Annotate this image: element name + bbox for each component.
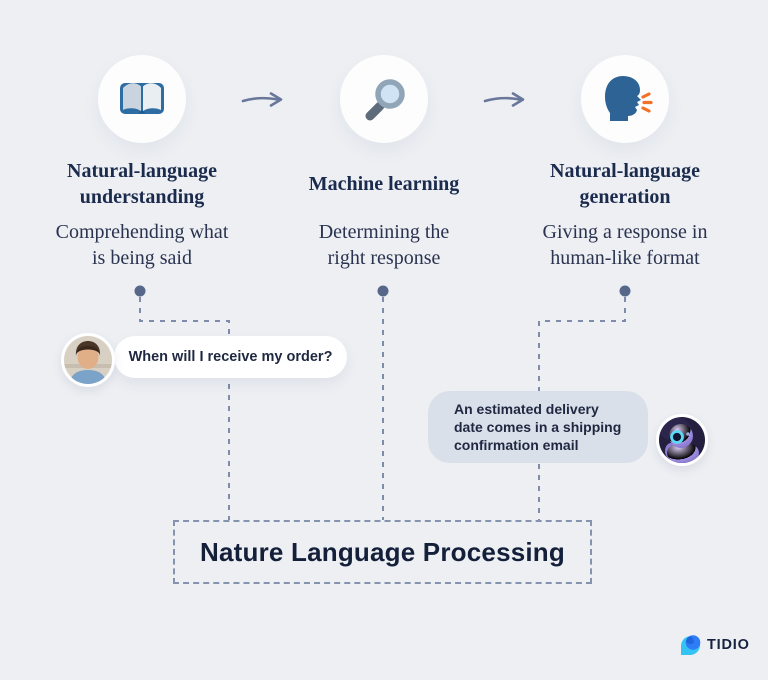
user-avatar	[61, 333, 115, 387]
tidio-wordmark: TIDIO	[707, 637, 750, 653]
process-box: Nature Language Processing	[173, 520, 592, 584]
open-book-icon	[120, 83, 164, 114]
nlg-icon-circle	[581, 55, 669, 143]
tidio-bubble-icon	[681, 635, 701, 655]
step-description-ml: Determining the right response	[318, 221, 450, 269]
robot-icon	[659, 417, 705, 463]
bot-chat-message: An estimated delivery date comes in a sh…	[454, 401, 622, 453]
flow-arrow-icon	[483, 92, 525, 107]
connector-dot-ml	[377, 285, 389, 297]
user-chat-bubble: When will I receive my order?	[114, 336, 347, 378]
speaking-head-icon	[605, 76, 653, 121]
magnifying-glass-icon	[365, 79, 405, 121]
connector-dot-nlg	[619, 285, 631, 297]
step-description-nlg: Giving a response in human-like format	[542, 221, 708, 269]
bot-avatar	[656, 414, 708, 466]
flow-arrow-icon	[241, 92, 283, 107]
connector-line-nlu	[139, 297, 230, 520]
process-box-label: Nature Language Processing	[200, 536, 565, 567]
step-title-ml: Machine learning	[308, 173, 460, 195]
step-title-nlu: Natural-language understanding	[67, 160, 217, 208]
connector-dot-nlu	[134, 285, 146, 297]
ml-icon-circle	[340, 55, 428, 143]
step-title-nlg: Natural-language generation	[550, 160, 700, 208]
user-chat-message: When will I receive my order?	[128, 349, 333, 365]
nlu-icon-circle	[98, 55, 186, 143]
user-photo-icon	[64, 336, 112, 384]
tidio-logo: TIDIO	[679, 634, 750, 656]
step-description-nlu: Comprehending what is being said	[55, 221, 229, 269]
bot-chat-bubble: An estimated delivery date comes in a sh…	[428, 391, 648, 463]
